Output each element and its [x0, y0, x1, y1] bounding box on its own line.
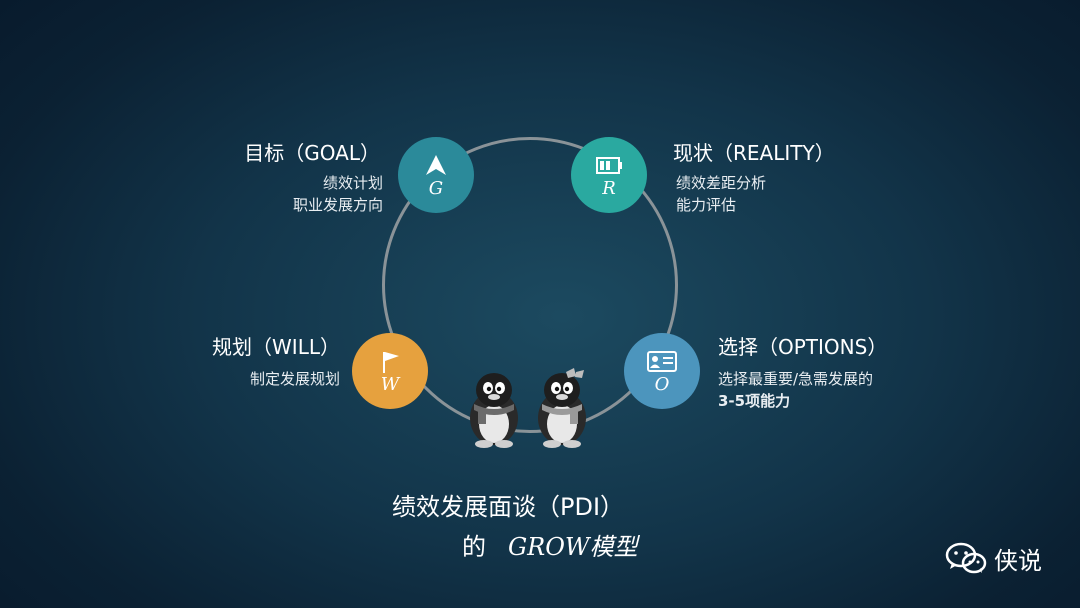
brand-name: 侠说 [994, 546, 1042, 575]
penguin-right [538, 368, 586, 448]
reality-node: R [571, 137, 647, 213]
options-line: 选择最重要/急需发展的 [718, 370, 874, 388]
penguin-illustration [470, 368, 586, 448]
battery-icon [596, 156, 622, 174]
reality-description: 绩效差距分析 能力评估 [676, 172, 766, 216]
reality-letter: R [602, 177, 616, 199]
slide-subtitle: 的 GROW模型 [462, 532, 638, 562]
will-node: W [352, 333, 428, 409]
options-node: O [624, 333, 700, 409]
will-title: 规划（WILL） [212, 335, 340, 359]
options-title: 选择（OPTIONS） [718, 335, 888, 359]
will-line: 制定发展规划 [249, 370, 340, 388]
goal-letter: G [428, 177, 444, 199]
goal-title: 目标（GOAL） [244, 141, 380, 165]
penguin-left [470, 373, 518, 448]
options-description: 选择最重要/急需发展的 3-5项能力 [718, 368, 873, 412]
will-letter: W [380, 373, 400, 395]
goal-line: 绩效计划 [322, 174, 383, 192]
reality-title: 现状（REALITY） [673, 141, 835, 165]
arrow-up-icon [426, 154, 446, 175]
goal-description: 绩效计划 职业发展方向 [293, 172, 383, 216]
goal-node: G [398, 137, 474, 213]
reality-line: 绩效差距分析 [676, 174, 767, 192]
goal-line: 职业发展方向 [292, 196, 383, 214]
cycle-ring [382, 137, 678, 433]
slide-title: 绩效发展面谈（PDI） [392, 493, 625, 521]
wechat-icon [945, 542, 987, 574]
options-line: 3-5项能力 [718, 392, 791, 410]
subtitle-prefix: 的 [462, 533, 486, 561]
flag-icon [383, 351, 399, 373]
id-card-icon [647, 350, 677, 372]
will-description: 制定发展规划 [250, 368, 340, 390]
subtitle-model: GROW模型 [508, 533, 638, 561]
brand-watermark: 侠说 [944, 541, 1042, 575]
reality-line: 能力评估 [676, 196, 737, 214]
options-letter: O [654, 373, 670, 395]
